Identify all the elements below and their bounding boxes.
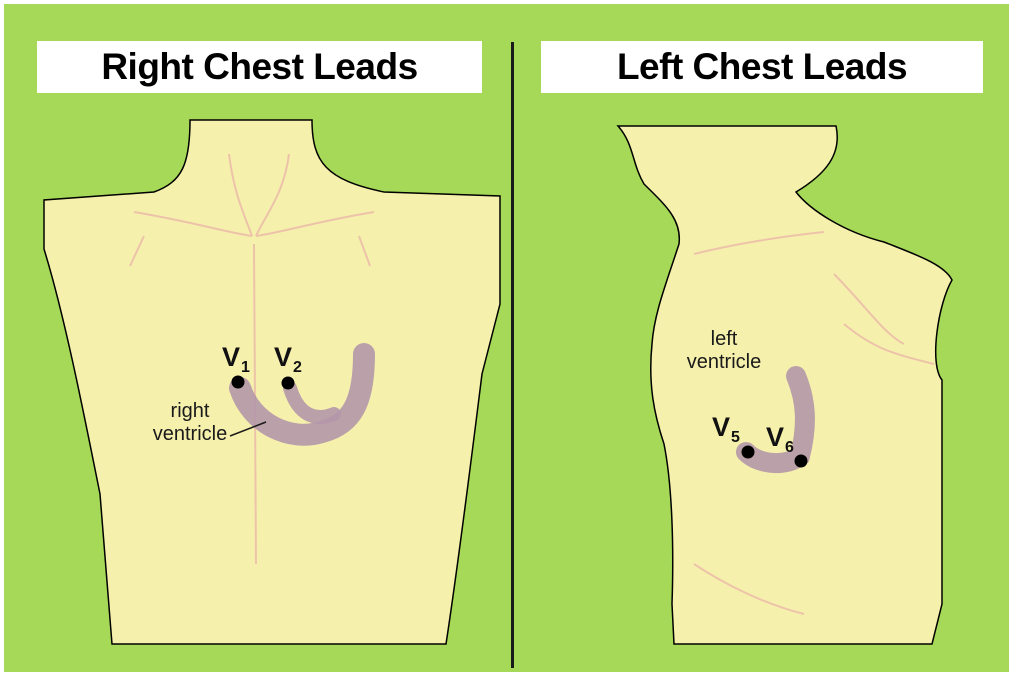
right-panel-title: Right Chest Leads	[37, 41, 482, 93]
right-ventricle-label: right ventricle	[142, 400, 238, 446]
lead-dot-v1	[232, 376, 245, 389]
lead-dot-v2	[282, 377, 295, 390]
lead-dot-v6	[795, 455, 808, 468]
panel-divider	[511, 42, 514, 668]
diagram-frame: Right Chest Leads Left Chest Leads V1 V2…	[4, 4, 1009, 672]
lead-label-v6: V6	[766, 424, 794, 451]
lead-dot-v5	[742, 446, 755, 459]
lead-label-v5: V5	[712, 414, 740, 441]
lead-label-v2: V2	[274, 344, 302, 371]
lead-label-v1: V1	[222, 344, 250, 371]
front-torso	[44, 120, 500, 644]
left-ventricle-label: left ventricle	[676, 328, 772, 374]
illustration	[4, 4, 1009, 672]
left-panel-title: Left Chest Leads	[541, 41, 983, 93]
side-torso	[618, 126, 952, 644]
